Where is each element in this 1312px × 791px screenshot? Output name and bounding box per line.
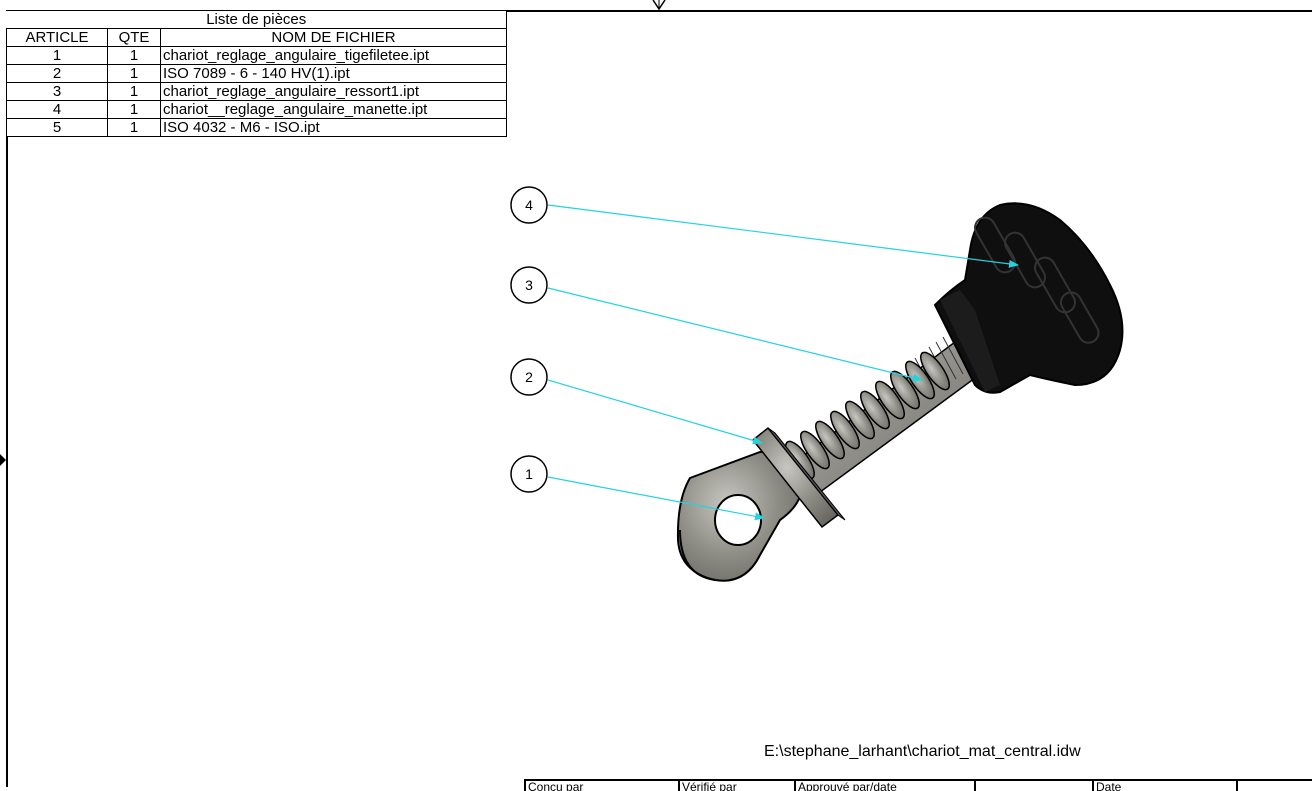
knob-part <box>933 202 1124 394</box>
row-file-name: ISO 4032 - M6 - ISO.ipt <box>160 118 507 137</box>
title-block: Conçu par Vérifié par Approuvé par/date … <box>524 779 1312 791</box>
balloon-label: 3 <box>525 277 533 293</box>
title-block-blank-cell <box>1236 781 1312 791</box>
leader-lines <box>547 204 1019 521</box>
title-block-checked-by: Vérifié par <box>678 781 794 791</box>
table-row: 2 1 ISO 7089 - 6 - 140 HV(1).ipt <box>6 64 507 83</box>
center-marker-left <box>0 454 6 466</box>
title-block-approved-by: Approuvé par/date <box>794 781 974 791</box>
balloon-2: 2 <box>510 358 548 396</box>
table-row: 1 1 chariot_reglage_angulaire_tigefilete… <box>6 46 507 65</box>
leader-line-1 <box>547 476 765 521</box>
header-file-name: NOM DE FICHIER <box>160 28 507 47</box>
leader-line-2 <box>547 379 763 445</box>
sheet-border <box>6 10 1312 787</box>
balloon-3: 3 <box>510 266 548 304</box>
table-row: 5 1 ISO 4032 - M6 - ISO.ipt <box>6 118 507 137</box>
title-block-blank-cell <box>974 781 1092 791</box>
table-row: 4 1 chariot__reglage_angulaire_manette.i… <box>6 100 507 119</box>
parts-list-header-row: ARTICLE QTE NOM DE FICHIER <box>6 28 507 47</box>
parts-list-title-row: Liste de pièces <box>6 11 507 29</box>
balloon-1: 1 <box>510 455 548 493</box>
balloon-label: 2 <box>525 369 533 385</box>
row-file-name: ISO 7089 - 6 - 140 HV(1).ipt <box>160 64 507 83</box>
row-article: 5 <box>6 118 108 137</box>
eye-bolt-part <box>676 450 803 582</box>
title-block-date: Date <box>1092 781 1236 791</box>
balloon-label: 1 <box>525 466 533 482</box>
row-file-name: chariot_reglage_angulaire_ressort1.ipt <box>160 82 507 101</box>
balloon-label: 4 <box>525 197 533 213</box>
file-path-label: E:\stephane_larhant\chariot_mat_central.… <box>764 743 1081 760</box>
parts-list-table: Liste de pièces ARTICLE QTE NOM DE FICHI… <box>6 11 507 137</box>
table-row: 3 1 chariot_reglage_angulaire_ressort1.i… <box>6 82 507 101</box>
washer-part <box>751 426 846 529</box>
parts-list-title: Liste de pièces <box>6 11 507 29</box>
leader-line-3 <box>547 287 923 382</box>
center-marker-top <box>652 0 666 11</box>
title-block-designed-by: Conçu par <box>524 781 678 791</box>
balloon-4: 4 <box>510 186 548 224</box>
spring-part <box>785 351 950 480</box>
leader-line-4 <box>547 204 1019 268</box>
